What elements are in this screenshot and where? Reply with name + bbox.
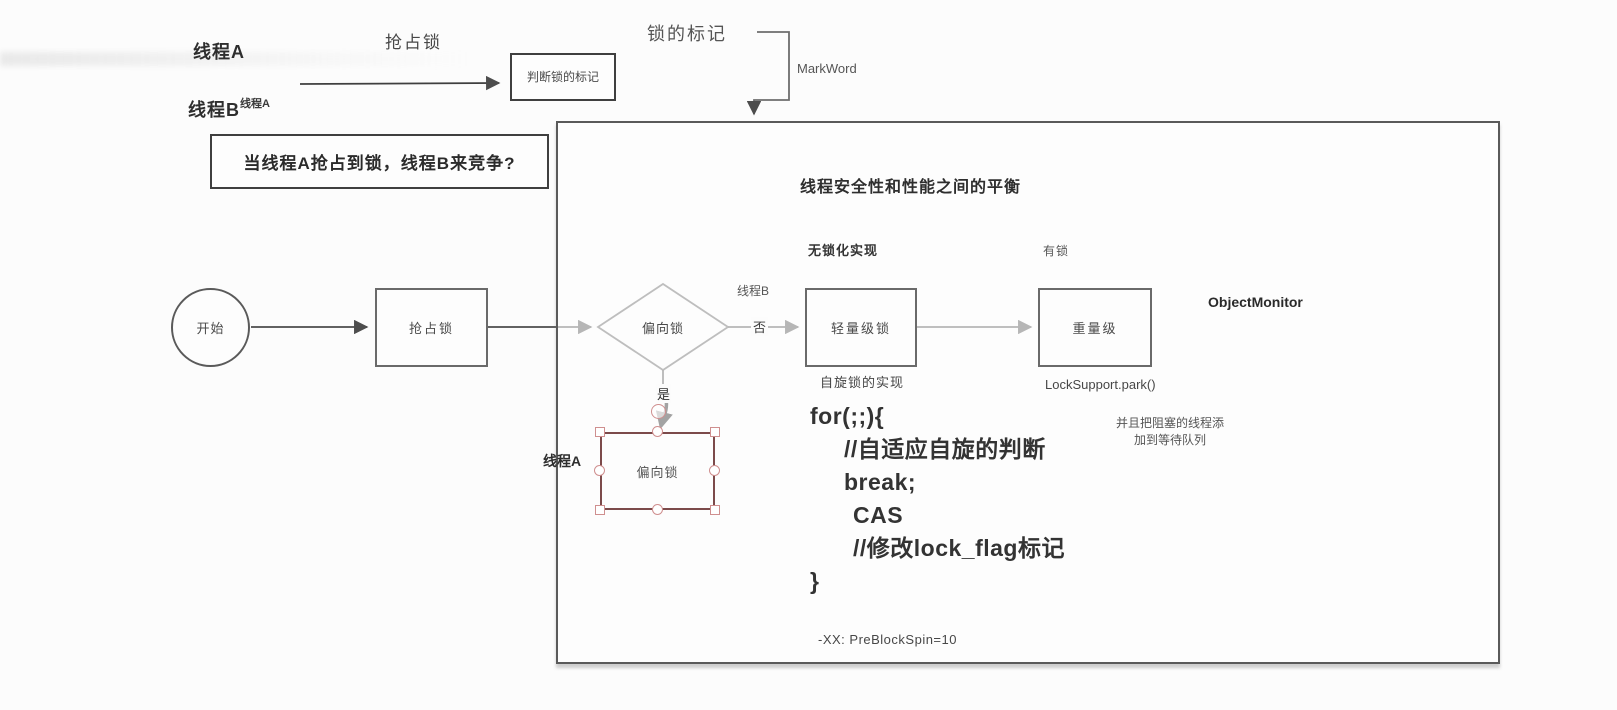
thread-b-branch-label[interactable]: 线程B bbox=[737, 284, 770, 298]
biased-decision-label[interactable]: 偏向锁 bbox=[641, 321, 684, 336]
main-panel-frame[interactable] bbox=[556, 121, 1500, 664]
lock-mark-label[interactable]: 锁的标记 bbox=[647, 24, 727, 44]
code-line-1: for(;;){ bbox=[810, 403, 885, 429]
enqueue-note[interactable]: 并且把阻塞的线程添 加到等待队列 bbox=[1088, 415, 1252, 450]
start-label: 开始 bbox=[196, 321, 225, 336]
code-line-4: CAS bbox=[853, 502, 904, 528]
thread-a-branch-label[interactable]: 线程A bbox=[543, 453, 582, 469]
question-box[interactable]: 当线程A抢占到锁，线程B来竞争? bbox=[210, 134, 549, 189]
selection-handle-ne[interactable] bbox=[710, 427, 720, 437]
locked-label[interactable]: 有锁 bbox=[1043, 244, 1070, 258]
lightweight-lock-label: 轻量级锁 bbox=[830, 321, 891, 336]
no-branch-label[interactable]: 否 bbox=[751, 317, 769, 336]
yes-branch-label[interactable]: 是 bbox=[656, 384, 672, 403]
enqueue-note-line1: 并且把阻塞的线程添 bbox=[1115, 416, 1224, 430]
selection-handle-s[interactable] bbox=[652, 504, 663, 515]
code-line-2: //自适应自旋的判断 bbox=[844, 436, 1046, 462]
heavyweight-lock-node[interactable]: 重量级 bbox=[1038, 288, 1152, 367]
selection-handle-w[interactable] bbox=[594, 465, 605, 476]
grab-lock-node[interactable]: 抢占锁 bbox=[375, 288, 488, 367]
thread-a-label[interactable]: 线程A bbox=[193, 42, 245, 62]
heavyweight-lock-label: 重量级 bbox=[1072, 321, 1118, 336]
code-line-3: break; bbox=[844, 469, 917, 495]
question-text: 当线程A抢占到锁，线程B来竞争? bbox=[243, 154, 516, 173]
thread-b-label[interactable]: 线程B线程A bbox=[188, 96, 270, 122]
thread-b-text: 线程B bbox=[188, 100, 240, 120]
selection-handle-e[interactable] bbox=[709, 465, 720, 476]
lockfree-impl-label[interactable]: 无锁化实现 bbox=[808, 243, 879, 258]
grab-lock-label[interactable]: 抢占锁 bbox=[385, 33, 442, 52]
selection-handle-sw[interactable] bbox=[595, 505, 605, 515]
jvm-flag-label[interactable]: -XX: PreBlockSpin=10 bbox=[818, 632, 957, 647]
code-line-6: } bbox=[810, 568, 820, 594]
lock-support-label[interactable]: LockSupport.park() bbox=[1045, 377, 1156, 392]
eraser-smudge bbox=[0, 52, 470, 66]
connector-markword[interactable] bbox=[746, 31, 790, 116]
spin-code-block[interactable]: for(;;){ //自适应自旋的判断 break; CAS //修改lock_… bbox=[810, 400, 1065, 598]
spin-lock-impl-label[interactable]: 自旋锁的实现 bbox=[820, 375, 905, 390]
arrow-threadA-to-judgebox[interactable] bbox=[299, 75, 501, 91]
biased-lock-selected-node[interactable]: 偏向锁 bbox=[600, 432, 715, 510]
enqueue-note-line2: 加到等待队列 bbox=[1133, 433, 1206, 448]
grab-lock-node-label: 抢占锁 bbox=[408, 321, 454, 336]
judge-lock-mark-box[interactable]: 判断锁的标记 bbox=[510, 53, 616, 101]
selection-handle-se[interactable] bbox=[710, 505, 720, 515]
panel-title[interactable]: 线程安全性和性能之间的平衡 bbox=[800, 179, 1022, 196]
rotation-handle[interactable] bbox=[651, 404, 666, 419]
biased-lock-selected-label: 偏向锁 bbox=[636, 464, 679, 480]
selection-handle-n[interactable] bbox=[652, 426, 663, 437]
selection-handle-nw[interactable] bbox=[595, 427, 605, 437]
thread-b-superscript: 线程A bbox=[240, 98, 270, 110]
code-line-5: //修改lock_flag标记 bbox=[853, 535, 1065, 561]
object-monitor-label[interactable]: ObjectMonitor bbox=[1208, 294, 1303, 310]
markword-label[interactable]: MarkWord bbox=[797, 61, 857, 76]
judge-lock-mark-label: 判断锁的标记 bbox=[526, 69, 599, 84]
lightweight-lock-node[interactable]: 轻量级锁 bbox=[805, 288, 917, 367]
start-node[interactable]: 开始 bbox=[171, 288, 250, 367]
